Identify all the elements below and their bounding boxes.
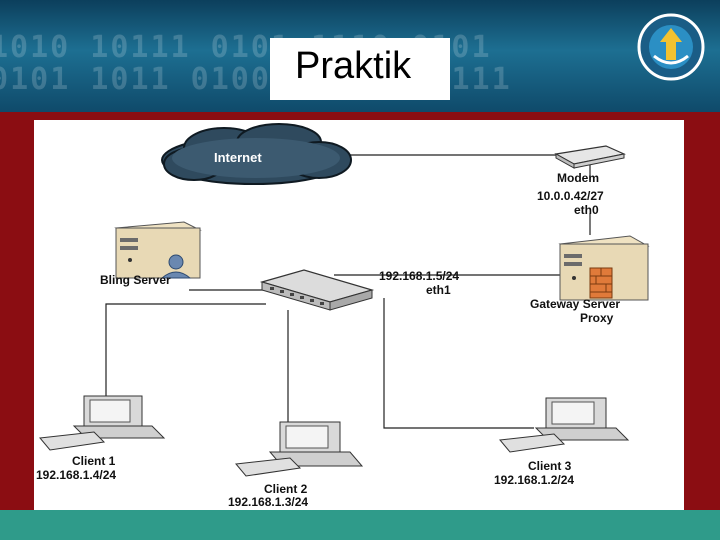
- client1-ip: 192.168.1.4/24: [36, 468, 116, 482]
- client2-ip: 192.168.1.3/24: [228, 495, 308, 509]
- modem-icon: [554, 145, 626, 169]
- link-switch-client1: [105, 303, 266, 415]
- client1-label: Client 1: [72, 454, 116, 468]
- client3-computer-icon: [499, 397, 630, 453]
- billing-server-label: Bling Server: [100, 273, 171, 287]
- user-icon: [160, 254, 192, 279]
- billing-server-icon: [114, 221, 202, 279]
- client2-computer-icon: [235, 421, 364, 477]
- slide-title: Praktik: [295, 45, 412, 87]
- internet-cloud-icon: [161, 123, 352, 185]
- gateway-ip: 192.168.1.5/24: [379, 269, 459, 283]
- client3-ip: 192.168.1.2/24: [494, 473, 574, 487]
- modem-interface: eth0: [574, 203, 599, 217]
- modem-ip: 10.0.0.42/27: [537, 189, 604, 203]
- tut-wuri-handayani-logo-icon: [637, 13, 705, 81]
- gateway-server-icon: [558, 235, 650, 301]
- internet-label: Internet: [214, 150, 262, 165]
- gateway-server-label: Gateway Server: [530, 297, 620, 311]
- network-links: [105, 154, 591, 429]
- client3-label: Client 3: [528, 459, 572, 473]
- modem-label: Modem: [557, 171, 599, 185]
- client2-label: Client 2: [264, 482, 308, 496]
- link-switch-client3: [383, 298, 534, 429]
- slide-footer: [0, 510, 720, 540]
- gateway-role-label: Proxy: [580, 311, 614, 325]
- network-diagram: Internet Modem 10.0.0.42/27 eth0 Bling S…: [34, 120, 684, 510]
- client1-computer-icon: [39, 395, 166, 451]
- gateway-interface: eth1: [426, 283, 451, 297]
- switch-icon: [259, 269, 375, 311]
- title-plate: [270, 38, 450, 100]
